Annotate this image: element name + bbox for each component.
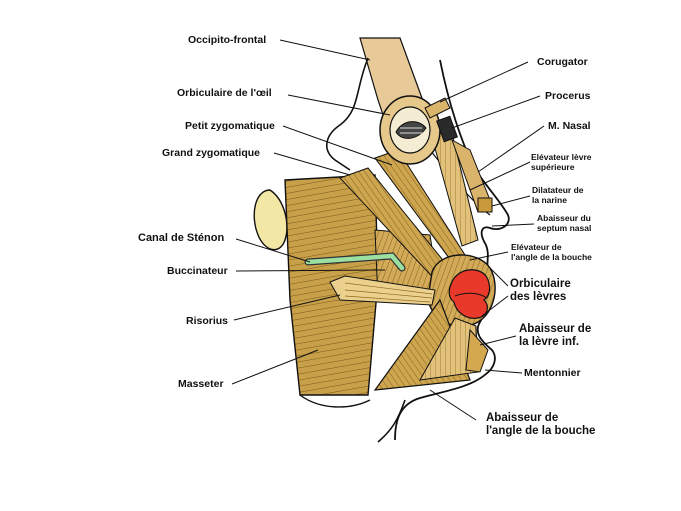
leader-orbiculaire-levres-b: [481, 295, 509, 317]
label-elevateur-angle-line2: l'angle de la bouche: [511, 252, 592, 262]
label-orbiculaire-levres: Orbiculaire des lèvres: [510, 278, 571, 304]
risorius-muscle: [329, 275, 436, 306]
label-orbiculaire-levres-line2: des lèvres: [510, 291, 567, 303]
label-abaisseur-levre-inf: Abaisseur de la lèvre inf.: [519, 323, 591, 349]
leader-abaisseur-septum: [491, 223, 535, 227]
leader-elevateur-angle: [469, 251, 509, 261]
label-elevateur-levre-line1: Elévateur lèvre: [531, 152, 592, 162]
label-orbiculaire-oeil: Orbiculaire de l'œil: [177, 87, 272, 99]
label-procerus: Procerus: [545, 90, 591, 102]
leader-orbiculaire-levres-a: [489, 267, 509, 287]
mentonnier-muscle: [465, 328, 489, 373]
label-dilatateur-line2: la narine: [532, 195, 567, 205]
jaw-outline: [299, 394, 371, 408]
head-outline: [326, 57, 369, 171]
label-buccinateur: Buccinateur: [167, 265, 228, 277]
label-masseter: Masseter: [178, 378, 224, 390]
label-abaisseur-septum: Abaisseur du septum nasal: [537, 213, 591, 233]
procerus-muscle: [436, 115, 458, 143]
label-grand-zygomatique: Grand zygomatique: [162, 147, 261, 159]
leader-buccinateur: [235, 269, 386, 272]
label-elevateur-levre: Elévateur lèvre supérieure: [531, 152, 591, 172]
label-abaisseur-levre-line2: la lèvre inf.: [519, 336, 580, 348]
label-canal-stenon: Canal de Sténon: [138, 232, 225, 244]
label-petit-zygomatique: Petit zygomatique: [185, 120, 275, 132]
label-abaisseur-levre-line1: Abaisseur de: [519, 323, 592, 335]
leader-occipito-frontal: [279, 39, 371, 61]
leader-risorius: [233, 294, 341, 321]
leader-dilatateur: [491, 195, 531, 207]
label-dilatateur-line1: Dilatateur de: [532, 185, 584, 195]
label-dilatateur-narine: Dilatateur de la narine: [532, 185, 584, 205]
corugator-muscle: [424, 97, 451, 119]
label-elevateur-angle-line1: Elévateur de: [511, 242, 562, 252]
leader-grand-zygomatique: [273, 152, 351, 176]
leader-abaisseur-angle: [429, 389, 477, 421]
leader-canal-stenon: [235, 238, 311, 263]
label-abaisseur-angle-line2: l'angle de la bouche: [486, 425, 596, 437]
label-corugator: Corugator: [537, 56, 588, 68]
leader-elevateur-levre: [469, 161, 531, 191]
lips-shape: [448, 269, 491, 319]
leader-petit-zygomatique: [282, 125, 393, 166]
label-abaisseur-septum-line1: Abaisseur du: [537, 213, 591, 223]
label-abaisseur-angle-line1: Abaisseur de: [486, 412, 559, 424]
ear-shape: [253, 189, 288, 251]
label-elevateur-levre-line2: supérieure: [531, 162, 575, 172]
label-risorius: Risorius: [186, 315, 229, 327]
label-nasal: M. Nasal: [548, 120, 591, 132]
leader-orbiculaire-oeil: [287, 94, 391, 116]
leader-nasal: [477, 125, 545, 173]
leader-mentonnier: [484, 369, 523, 374]
label-abaisseur-septum-line2: septum nasal: [537, 223, 592, 233]
label-abaisseur-angle-bouche: Abaisseur de l'angle de la bouche: [486, 412, 595, 438]
eye-shape: [395, 121, 427, 139]
leader-masseter: [231, 349, 319, 385]
dilatateur-narine: [477, 197, 493, 213]
leader-procerus: [451, 95, 541, 129]
label-occipito-frontal: Occipito-frontal: [188, 34, 267, 46]
label-mentonnier: Mentonnier: [524, 367, 581, 379]
leader-corugator: [439, 61, 529, 103]
leader-abaisseur-levre: [479, 335, 517, 346]
label-orbiculaire-levres-line1: Orbiculaire: [510, 278, 571, 290]
label-elevateur-angle: Elévateur de l'angle de la bouche: [511, 242, 592, 262]
